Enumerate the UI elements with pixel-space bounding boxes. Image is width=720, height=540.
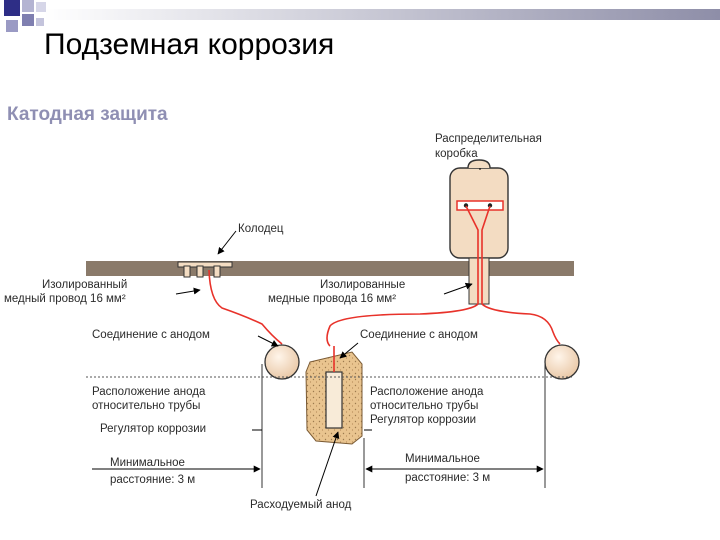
- min-distance-right-label-1: Минимальное: [405, 453, 480, 465]
- ground-surface: [86, 261, 574, 276]
- sacrificial-anode-label: Расходуемый анод: [250, 499, 352, 511]
- wire-right-label-1: Изолированные: [320, 279, 405, 291]
- anode-position-left-label-2: относительно трубы: [92, 400, 200, 412]
- wire-left-label-1: Изолированный: [42, 279, 127, 291]
- pipe-right: [544, 344, 580, 380]
- pipe-left: [264, 344, 300, 380]
- header-decoration: [4, 0, 720, 32]
- min-distance-left-label-1: Минимальное: [110, 457, 185, 469]
- anode-connection-right-label: Соединение с анодом: [360, 329, 478, 341]
- wire-right-label-2: медные провода 16 мм²: [268, 293, 396, 305]
- junction-box: [449, 159, 509, 305]
- well: [177, 261, 233, 278]
- min-distance-left-label-2: расстояние: 3 м: [110, 474, 195, 486]
- slide-title: Подземная коррозия: [44, 28, 335, 61]
- regulator-right-label: Регулятор коррозии: [370, 414, 476, 426]
- anode-position-right-label-2: относительно трубы: [370, 400, 478, 412]
- regulator-left-label: Регулятор коррозии: [100, 423, 206, 435]
- anode-connection-left-label: Соединение с анодом: [92, 329, 210, 341]
- anode-position-left-label-1: Расположение анода: [92, 386, 206, 398]
- leader-lines: [175, 168, 481, 497]
- sacrificial-anode: [305, 346, 363, 445]
- slide-subtitle: Катодная защита: [7, 104, 168, 125]
- anode-position-right-label-1: Расположение анода: [370, 386, 484, 398]
- wire-left-label-2: медный провод 16 мм²: [4, 293, 126, 305]
- reference-lines: [261, 364, 546, 488]
- junction-box-label-2: коробка: [435, 148, 478, 160]
- wires: [208, 205, 561, 347]
- well-label: Колодец: [238, 223, 284, 235]
- junction-box-label-1: Распределительная: [435, 133, 542, 145]
- min-distance-right-label-2: расстояние: 3 м: [405, 472, 490, 484]
